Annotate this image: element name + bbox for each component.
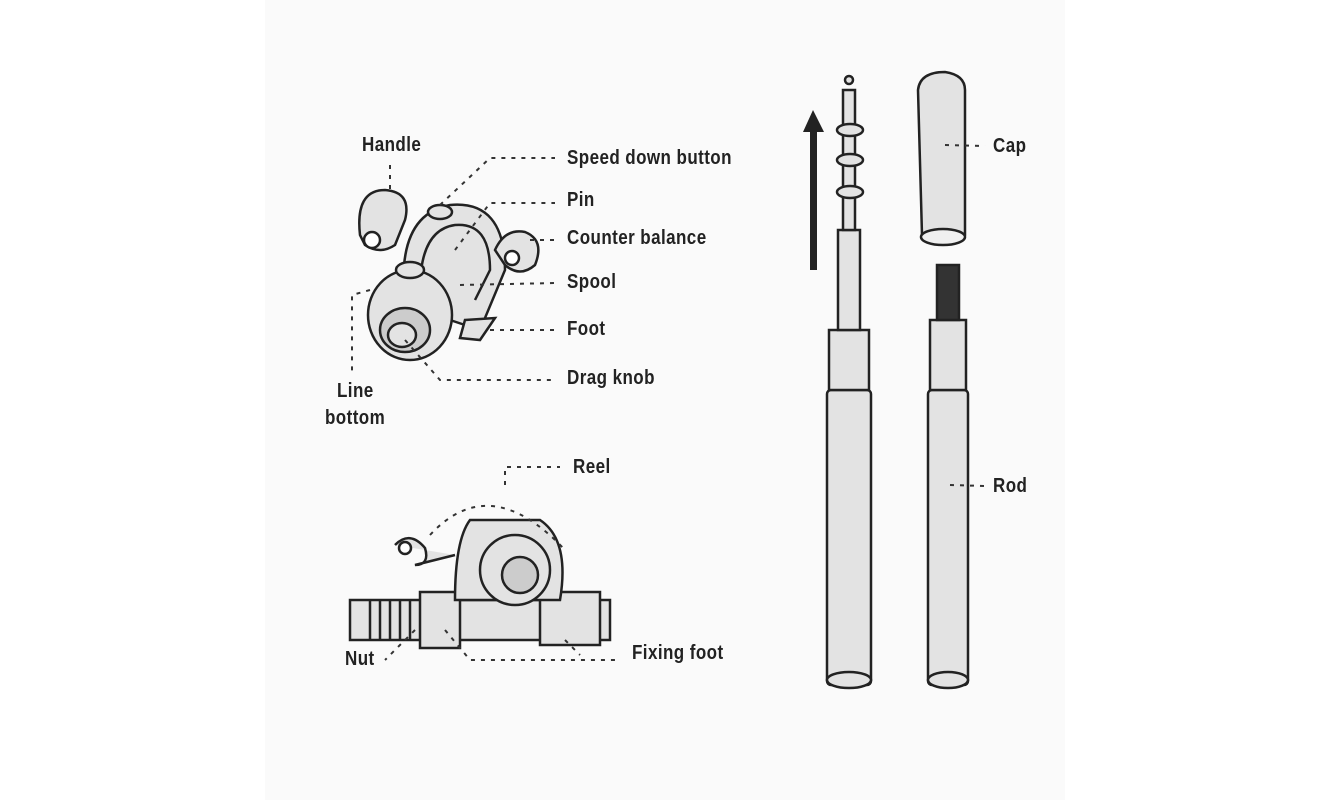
leader-lines [351, 144, 986, 661]
label-handle: Handle [362, 134, 422, 156]
collapsed-rod-illustration [916, 70, 970, 690]
label-pin: Pin [567, 189, 595, 211]
label-nut: Nut [345, 648, 375, 670]
reel-illustration [358, 188, 540, 362]
label-fixing-foot: Fixing foot [632, 642, 724, 664]
extended-rod-illustration [825, 74, 873, 690]
label-drag-knob: Drag knob [567, 367, 655, 389]
label-counter-balance: Counter balance [567, 227, 707, 249]
label-line-bottom-1: Line [337, 380, 374, 402]
label-reel: Reel [573, 456, 611, 478]
label-spool: Spool [567, 271, 617, 293]
label-speed-down-button: Speed down button [567, 147, 732, 169]
extend-arrow-icon [803, 110, 824, 270]
label-foot: Foot [567, 318, 606, 340]
assembly-illustration [348, 518, 612, 650]
label-rod: Rod [993, 475, 1028, 497]
label-line-bottom-2: bottom [325, 407, 386, 429]
label-cap: Cap [993, 135, 1027, 157]
